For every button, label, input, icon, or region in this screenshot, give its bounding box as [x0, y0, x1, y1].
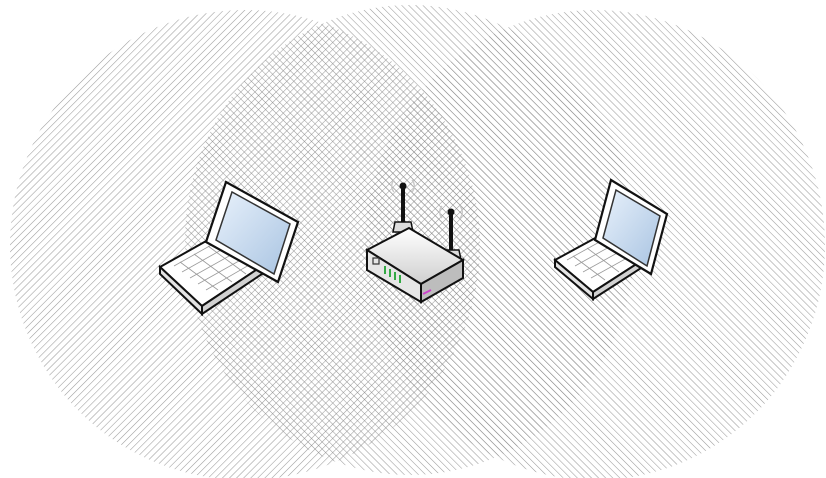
- wifi-coverage-diagram: [0, 0, 826, 478]
